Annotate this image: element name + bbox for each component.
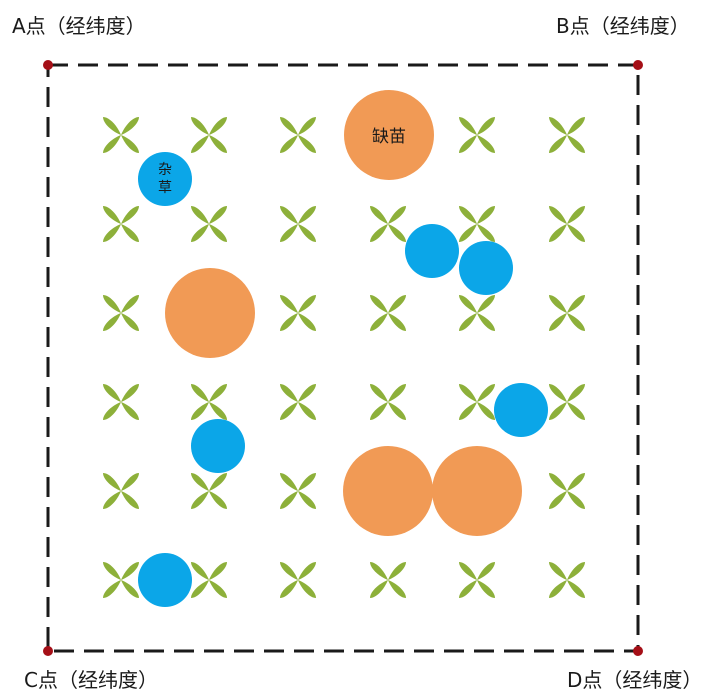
field-boundary — [46, 63, 640, 653]
crop-plant-icon — [103, 206, 139, 242]
weed-label-line2: 草 — [158, 180, 172, 196]
weed-circle — [494, 383, 548, 437]
weed-spots: 杂 草 — [138, 152, 548, 607]
missing-seedling-label: 缺苗 — [372, 127, 406, 147]
missing-seedling-areas: 缺苗 — [165, 90, 522, 536]
crop-plant-icon — [370, 206, 406, 242]
crop-plant-icon — [280, 295, 316, 331]
crop-plant-icon — [191, 473, 227, 509]
crop-plant-icon — [370, 384, 406, 420]
corner-c-point — [43, 646, 53, 656]
missing-seedling-circle — [165, 268, 255, 358]
crop-plant-icon — [549, 384, 585, 420]
crop-plant-icon — [370, 295, 406, 331]
crop-plant-icon — [459, 562, 495, 598]
crop-plant-icon — [549, 295, 585, 331]
corner-c-label: C点（经纬度） — [24, 668, 158, 692]
crop-plant-icon — [549, 473, 585, 509]
weed-circle — [459, 241, 513, 295]
corner-b-point — [633, 60, 643, 70]
crop-plant-icon — [191, 562, 227, 598]
crop-plant-icon — [191, 384, 227, 420]
crop-plant-icon — [280, 562, 316, 598]
corner-a-point — [43, 60, 53, 70]
crop-plant-icon — [103, 117, 139, 153]
crop-plant-icon — [280, 384, 316, 420]
crop-plant-icon — [191, 117, 227, 153]
corner-a-label: A点（经纬度） — [12, 14, 146, 38]
crop-plant-icon — [549, 206, 585, 242]
missing-seedling-circle — [344, 90, 434, 180]
weed-circle — [138, 553, 192, 607]
missing-seedling-circle — [432, 446, 522, 536]
crop-plant-icon — [103, 384, 139, 420]
weed-circle — [138, 152, 192, 206]
crop-plant-icon — [280, 473, 316, 509]
crop-plant-icon — [459, 384, 495, 420]
crop-plant-icon — [459, 295, 495, 331]
missing-seedling-circle — [343, 446, 433, 536]
crop-plant-icon — [103, 295, 139, 331]
crop-plant-icon — [459, 117, 495, 153]
corner-d-point — [633, 646, 643, 656]
crop-plant-icon — [549, 117, 585, 153]
corner-d-label: D点（经纬度） — [567, 668, 703, 692]
weed-label-line1: 杂 — [158, 162, 172, 178]
weed-circle — [405, 224, 459, 278]
crop-plant-icon — [549, 562, 585, 598]
crop-plant-icon — [459, 206, 495, 242]
crop-plant-icon — [280, 117, 316, 153]
crop-plant-icon — [103, 562, 139, 598]
crop-plant-icon — [280, 206, 316, 242]
corner-b-label: B点（经纬度） — [556, 14, 690, 38]
crop-plant-icon — [103, 473, 139, 509]
crop-plant-icon — [191, 206, 227, 242]
crop-plant-icon — [370, 562, 406, 598]
weed-circle — [191, 419, 245, 473]
